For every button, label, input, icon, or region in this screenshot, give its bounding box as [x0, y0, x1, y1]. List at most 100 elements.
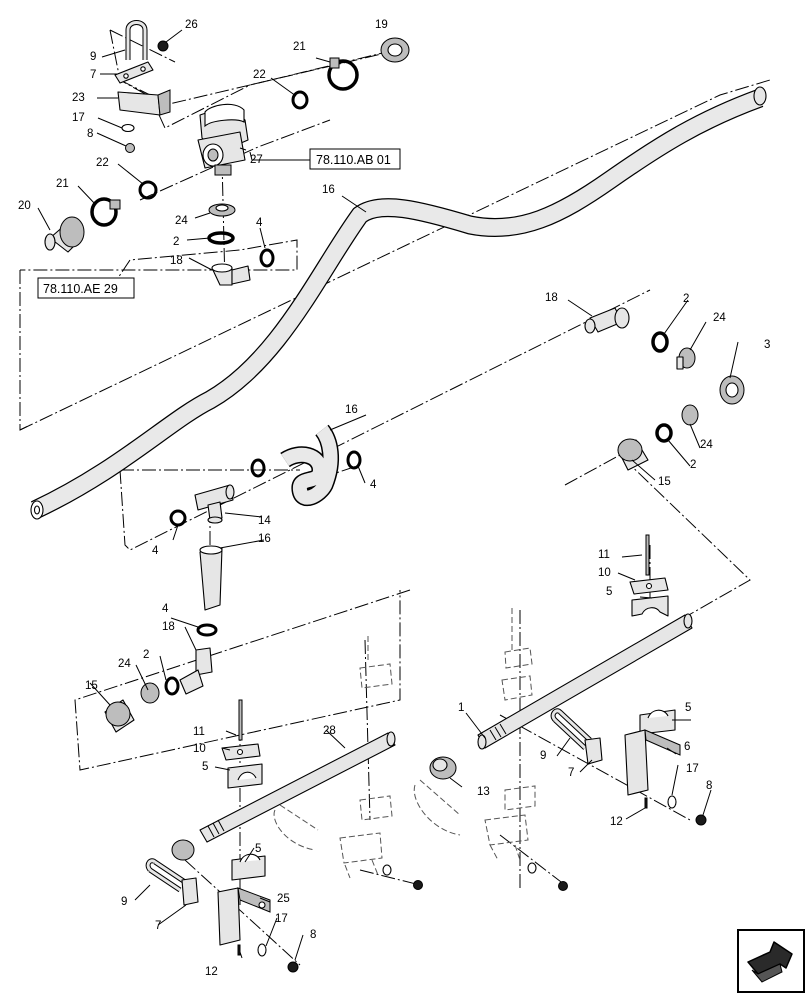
s-hose-16[interactable] [280, 424, 340, 506]
callout-4: 4 [370, 479, 377, 491]
bolt-12-right[interactable] [644, 797, 648, 809]
plate-7-top[interactable] [114, 61, 154, 84]
callout-15: 15 [85, 680, 98, 692]
nut-24-r2[interactable] [681, 404, 699, 426]
reference-box-top[interactable]: 78.110.AB 01 [309, 148, 401, 170]
tee-14[interactable] [194, 484, 235, 524]
nut-8-left[interactable] [287, 961, 299, 973]
nut-24-lower[interactable] [140, 682, 160, 704]
callout-12: 12 [205, 966, 218, 978]
callout-11: 11 [193, 726, 205, 738]
callout-2: 2 [143, 649, 149, 661]
callout-24: 24 [118, 658, 131, 670]
nut-8-right[interactable] [695, 814, 707, 826]
callout-24: 24 [175, 215, 188, 227]
u-bolt-9-right[interactable] [550, 708, 592, 750]
nut-26[interactable] [157, 40, 169, 52]
callout-9: 9 [121, 896, 127, 908]
plug-15-right[interactable] [617, 438, 649, 471]
leader-lines [37, 29, 739, 961]
nut-24-top[interactable] [208, 203, 236, 217]
nut-right-bottom[interactable] [558, 881, 568, 891]
elbow-18-lower[interactable] [179, 647, 213, 695]
washer-17-top[interactable] [121, 123, 135, 133]
washer-right-bottom[interactable] [527, 862, 537, 874]
callout-2: 2 [690, 459, 696, 471]
cap-left-tube[interactable] [171, 839, 195, 861]
callout-26: 26 [185, 19, 198, 31]
callout-18: 18 [545, 292, 558, 304]
tube-1[interactable] [477, 613, 693, 750]
seal-19[interactable] [380, 37, 410, 63]
long-hose-16[interactable] [30, 86, 767, 520]
bolt-11-left[interactable] [238, 699, 243, 741]
callout-24: 24 [700, 439, 713, 451]
ring-22-top[interactable] [291, 90, 309, 110]
plate-10-right[interactable] [629, 577, 669, 595]
nut-24-r1[interactable] [676, 347, 696, 370]
elbow-18-right[interactable] [584, 307, 630, 334]
callout-16: 16 [345, 404, 358, 416]
oring-2-top[interactable] [207, 231, 235, 245]
ring-22-left[interactable] [138, 180, 158, 200]
callout-17: 17 [275, 913, 288, 925]
u-bolt-9-top[interactable] [125, 20, 148, 61]
cap-13[interactable] [429, 756, 457, 780]
washer-left-bottom[interactable] [382, 864, 392, 876]
next-page-arrow-icon[interactable] [737, 929, 805, 993]
clamp-half-5-r2[interactable] [639, 709, 676, 735]
callout-2: 2 [173, 236, 179, 248]
nut-left-bottom[interactable] [413, 880, 423, 890]
callout-7: 7 [90, 69, 96, 81]
tube-28[interactable] [199, 731, 396, 843]
plate-10-left[interactable] [221, 743, 261, 761]
bracket-25[interactable] [217, 887, 271, 946]
clamp-4-mid-a[interactable] [250, 458, 266, 478]
callout-16: 16 [258, 533, 271, 545]
callout-19: 19 [375, 19, 388, 31]
reference-label-left: 78.110.AE 29 [43, 282, 118, 296]
plate-7-right[interactable] [584, 737, 603, 765]
clamp-4-top[interactable] [259, 248, 275, 268]
callout-21: 21 [56, 178, 69, 190]
callout-6: 6 [684, 741, 690, 753]
ghost-clamps-right [413, 608, 536, 861]
callout-5: 5 [685, 702, 691, 714]
clamp-half-5-l2[interactable] [231, 853, 266, 881]
clamp-half-5-r1[interactable] [631, 595, 669, 617]
bracket-6[interactable] [624, 729, 681, 796]
fitting-20[interactable] [44, 216, 85, 253]
nut-8-top[interactable] [125, 143, 135, 153]
washer-17-left[interactable] [257, 943, 267, 957]
bracket-23[interactable] [117, 89, 171, 116]
callout-9: 9 [90, 51, 96, 63]
oring-2-r2[interactable] [655, 423, 673, 443]
bolt-12-left[interactable] [237, 944, 241, 956]
oring-2-lower[interactable] [164, 676, 180, 696]
callout-3: 3 [764, 339, 770, 351]
callout-17: 17 [72, 112, 85, 124]
oring-2-r1[interactable] [651, 331, 669, 353]
clamp-4-tee[interactable] [169, 509, 187, 527]
clamp-4-mid-b[interactable] [346, 450, 362, 470]
callout-7: 7 [155, 920, 161, 932]
washer-17-right[interactable] [667, 795, 677, 809]
clamp-21-left[interactable] [90, 197, 121, 227]
callout-10: 10 [598, 567, 611, 579]
reference-box-left[interactable]: 78.110.AE 29 [37, 277, 135, 299]
u-bolt-9-left[interactable] [145, 858, 187, 893]
callout-7: 7 [568, 767, 574, 779]
flange-3[interactable] [719, 375, 745, 405]
plate-7-left[interactable] [181, 877, 199, 906]
elbow-18-top[interactable] [211, 263, 251, 286]
plug-15-left[interactable] [104, 699, 135, 733]
callout-10: 10 [193, 743, 206, 755]
bolt-11-right[interactable] [645, 534, 650, 576]
clamp-4-lower[interactable] [196, 623, 218, 637]
clamp-21-top[interactable] [327, 57, 359, 91]
valve-27[interactable] [197, 103, 249, 176]
short-hose-16[interactable] [199, 545, 223, 611]
clamp-half-5-l1[interactable] [227, 763, 263, 789]
